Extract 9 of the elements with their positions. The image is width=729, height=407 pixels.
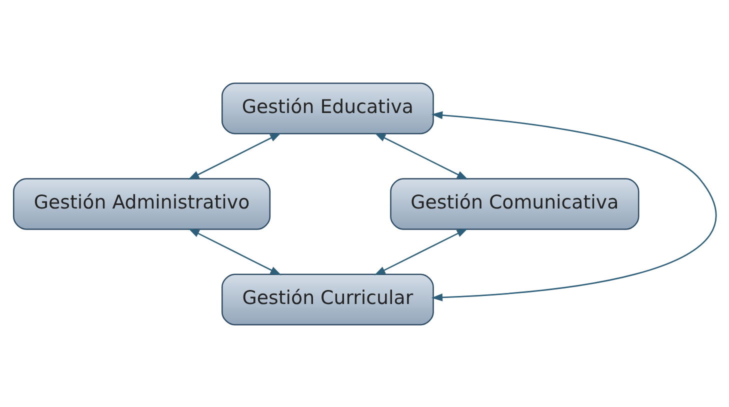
arrow — [374, 228, 468, 275]
arrow — [430, 110, 716, 301]
arrow — [188, 132, 281, 180]
node-box: Gestión Curricular — [221, 273, 434, 325]
arrow — [188, 228, 281, 275]
arrow — [374, 132, 468, 180]
node-box: Gestión Administrativo — [12, 178, 270, 230]
node-box: Gestión Educativa — [221, 82, 434, 134]
node-box: Gestión Comunicativa — [390, 178, 639, 230]
